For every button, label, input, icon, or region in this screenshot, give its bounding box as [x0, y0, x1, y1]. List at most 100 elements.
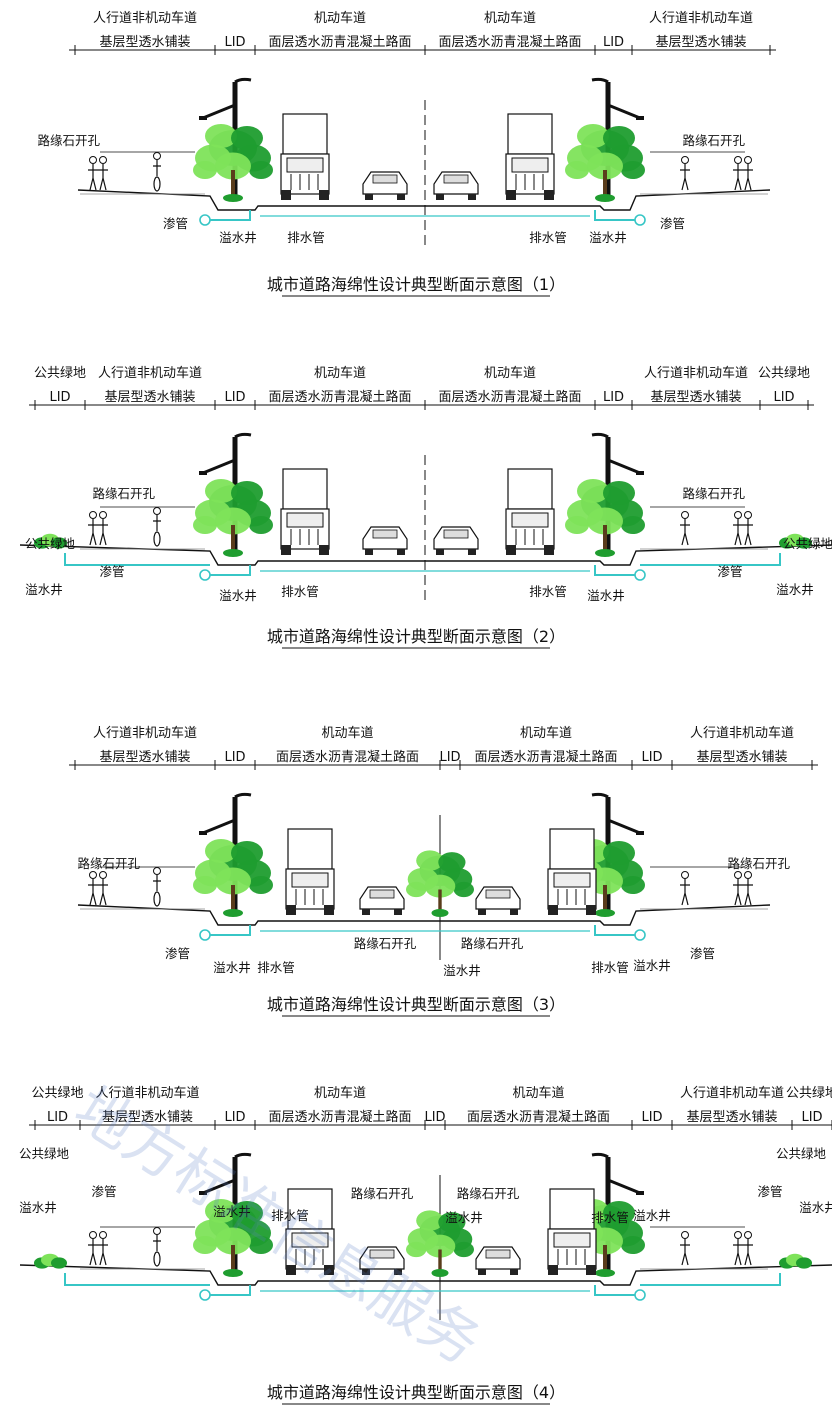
callout-label: 溢水井 — [443, 963, 481, 978]
drain-pipe — [64, 1273, 210, 1286]
tree-icon — [193, 1199, 273, 1277]
truck-icon — [547, 1188, 597, 1275]
callout-label: 渗管 — [690, 946, 715, 961]
header-label-bottom: LID — [424, 1110, 445, 1125]
pedestrian-icon — [98, 1231, 108, 1266]
tree-icon — [565, 479, 645, 557]
car-icon — [475, 1246, 521, 1275]
callout-label: 溢水井 — [213, 960, 251, 975]
header-label-bottom: LID — [603, 390, 624, 405]
header-label-top: 公共绿地 — [31, 1086, 83, 1101]
callout-label: 溢水井 — [799, 1200, 832, 1215]
callout-label: 溢水井 — [633, 958, 671, 973]
car-icon — [359, 1246, 405, 1275]
pedestrian-icon — [733, 511, 743, 546]
drain-pipe — [594, 1285, 640, 1296]
callout-label: 排水管 — [271, 1208, 309, 1223]
header-label-top: 机动车道 — [520, 725, 572, 741]
header-label-top: 人行道非机动车道 — [93, 10, 197, 26]
header-label-bottom: 基层型透水铺装 — [696, 750, 787, 765]
callout-label: 渗管 — [91, 1184, 116, 1199]
tree-icon — [565, 124, 645, 202]
car-icon — [359, 886, 405, 915]
shrub-icon — [779, 1253, 812, 1269]
callout-label: 排水管 — [529, 230, 567, 245]
pedestrian-icon — [743, 156, 753, 191]
callout-label: 路缘石开孔 — [354, 936, 417, 951]
header-label-top: 人行道非机动车道 — [95, 1085, 199, 1101]
cyclist-icon — [153, 152, 161, 192]
drain-pipe — [205, 1285, 251, 1296]
callout-label: 排水管 — [257, 960, 295, 975]
callout-label: 溢水井 — [25, 582, 63, 597]
pedestrian-icon — [743, 511, 753, 546]
header-label-bottom: 基层型透水铺装 — [650, 390, 741, 405]
pedestrian-icon — [743, 1231, 753, 1266]
callout-label: 路缘石开孔 — [457, 1186, 520, 1201]
car-icon — [362, 526, 408, 555]
callout-label: 溢水井 — [219, 588, 257, 603]
diagram-title: 城市道路海绵性设计典型断面示意图（2） — [267, 627, 565, 646]
header-label-bottom: LID — [47, 1110, 68, 1125]
header-label-bottom: LID — [773, 390, 794, 405]
manhole-icon — [199, 1289, 211, 1301]
callout-label: 溢水井 — [213, 1204, 251, 1219]
callout-label: 溢水井 — [445, 1210, 483, 1225]
pedestrian-icon — [98, 511, 108, 546]
header-label-bottom: LID — [224, 390, 245, 405]
header-label-bottom: 面层透水沥青混凝土路面 — [268, 389, 411, 405]
manhole-icon — [634, 214, 646, 226]
car-icon — [475, 886, 521, 915]
diagram-title: 城市道路海绵性设计典型断面示意图（3） — [267, 995, 565, 1014]
callout-label: 路缘石开孔 — [727, 856, 790, 871]
callout-label: 路缘石开孔 — [37, 133, 100, 148]
header-label-bottom: LID — [224, 1110, 245, 1125]
callout-label: 溢水井 — [633, 1208, 671, 1223]
drain-pipe — [594, 925, 640, 936]
drain-pipe — [64, 553, 210, 566]
callout-label: 渗管 — [165, 946, 190, 961]
callout-label: 溢水井 — [776, 582, 814, 597]
pedestrian-icon — [743, 871, 753, 906]
pedestrian-icon — [98, 156, 108, 191]
pedestrian-icon — [733, 156, 743, 191]
header-label-bottom: 面层透水沥青混凝土路面 — [268, 1109, 411, 1125]
callout-label: 渗管 — [660, 216, 685, 231]
header-label-top: 人行道非机动车道 — [644, 365, 748, 381]
truck-icon — [280, 113, 330, 200]
header-label-top: 机动车道 — [314, 10, 366, 26]
callout-label: 排水管 — [529, 584, 567, 599]
manhole-icon — [199, 929, 211, 941]
tree-icon — [193, 124, 273, 202]
header-label-bottom: LID — [641, 1110, 662, 1125]
ground-profile — [19, 1264, 832, 1286]
callout-label: 溢水井 — [587, 588, 625, 603]
car-icon — [433, 526, 479, 555]
header-label-top: 人行道非机动车道 — [680, 1085, 784, 1101]
truck-icon — [280, 468, 330, 555]
header-label-bottom: LID — [224, 35, 245, 50]
pedestrian-icon — [680, 511, 690, 546]
cyclist-icon — [153, 1227, 161, 1267]
diagram-title: 城市道路海绵性设计典型断面示意图（1） — [267, 275, 565, 294]
tree-icon — [406, 850, 474, 917]
header-label-bottom: 基层型透水铺装 — [104, 390, 195, 405]
shrub-icon — [779, 533, 812, 549]
callout-label: 路缘石开孔 — [92, 486, 155, 501]
header-label-bottom: 基层型透水铺装 — [99, 750, 190, 765]
callout-label: 路缘石开孔 — [682, 486, 745, 501]
callout-label: 公共绿地 — [19, 1146, 70, 1161]
drain-pipe — [205, 210, 251, 221]
callout-label: 溢水井 — [219, 230, 257, 245]
callout-label: 路缘石开孔 — [682, 133, 745, 148]
callout-label: 渗管 — [99, 564, 124, 579]
truck-icon — [285, 1188, 335, 1275]
tree-icon — [406, 1210, 474, 1277]
callout-label: 路缘石开孔 — [351, 1186, 414, 1201]
header-label-bottom: 基层型透水铺装 — [686, 1110, 777, 1125]
truck-icon — [547, 828, 597, 915]
